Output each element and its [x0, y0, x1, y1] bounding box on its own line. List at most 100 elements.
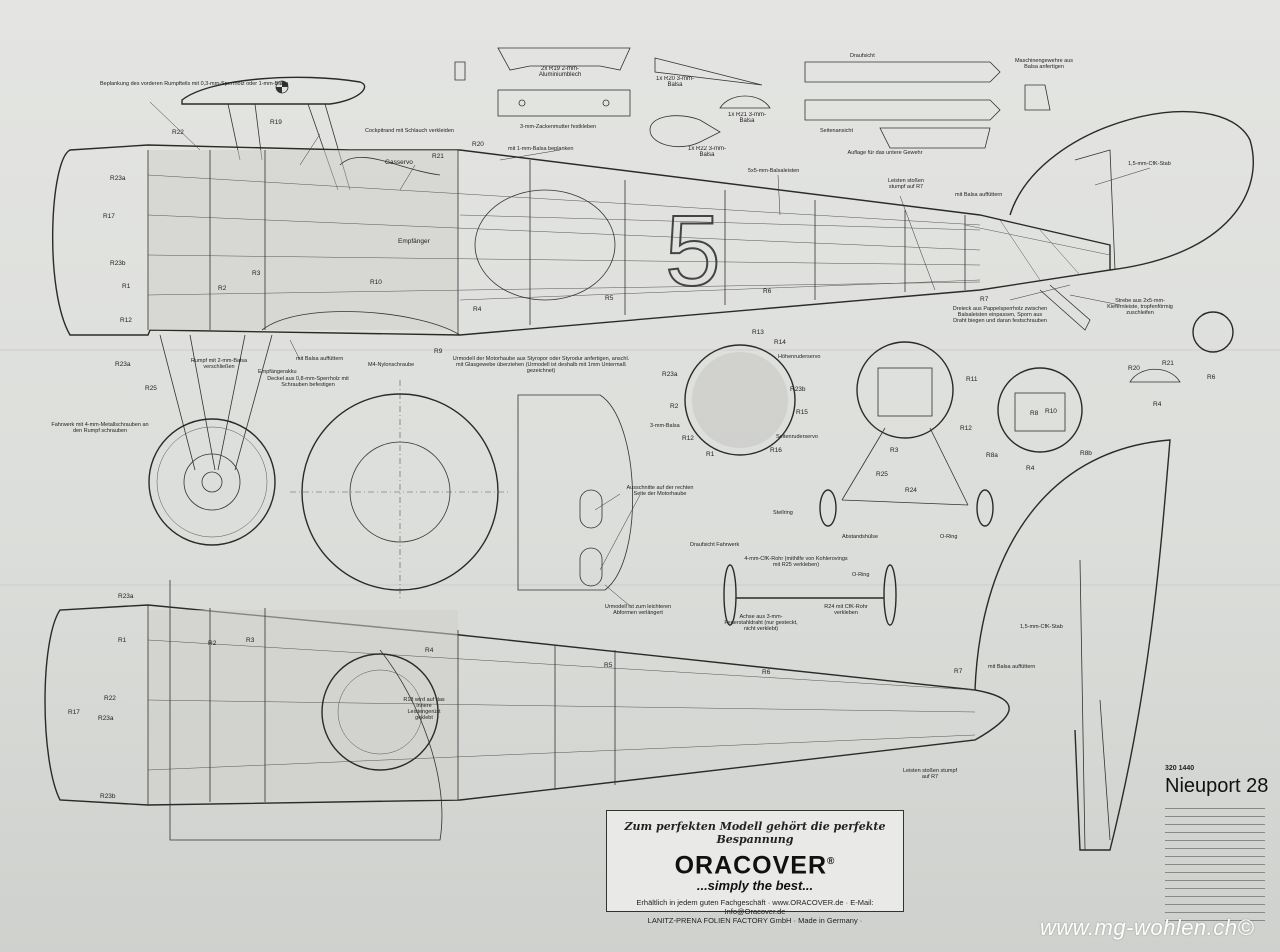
label-r2: R2: [218, 285, 227, 292]
part-r19-plate: [497, 47, 631, 71]
cockpit-top: [321, 653, 439, 771]
label-m4: M4-Nylonschraube: [368, 362, 414, 368]
label-auflage: Auflage für das untere Gewehr: [847, 150, 923, 156]
label-r6-f: R6: [1207, 374, 1216, 381]
label-r24: R24: [905, 487, 917, 494]
label-cfk-top: 1,5-mm-CfK-Stab: [1128, 161, 1171, 167]
label-r6-bot: R6: [762, 669, 771, 676]
label-hoehenruderservo: Höhenruderservo: [778, 354, 821, 360]
lion-emblem: [474, 189, 616, 301]
label-r21-balsa: 1x R21 3-mm-Balsa: [727, 112, 766, 124]
label-r23b: R23b: [110, 260, 126, 267]
label-r24-cfk: R24 mit CfK-Rohr verkleben: [824, 604, 868, 616]
label-r10: R10: [370, 279, 382, 286]
oracover-ad-box: Zum perfekten Modell gehört die perfekte…: [606, 810, 904, 925]
label-rumpf-mit: Rumpf mit 2-mm-Balsa verschließen: [190, 358, 248, 370]
label-r20-f: R20: [1128, 365, 1140, 372]
label-urmodell-laenger: Urmodell ist zum leichteren Abformen ver…: [604, 604, 672, 616]
title-block: 320 1440 Nieuport 28: [1165, 765, 1275, 923]
label-mit-balsa-2: mit Balsa auffüttern: [955, 192, 1002, 198]
label-stellring: Stellring: [773, 510, 793, 516]
label-r23a: R23a: [110, 175, 126, 182]
label-seitenansicht: Seitenansicht: [820, 128, 853, 134]
label-r4-bot: R4: [425, 647, 434, 654]
label-deckel: Deckel aus 0,8-mm-Sperrholz mit Schraube…: [267, 376, 349, 388]
former-r11: [856, 341, 954, 439]
label-r12-d: R12: [960, 425, 972, 432]
watermark: www.mg-wohlen.ch©: [1040, 915, 1255, 940]
label-cfk-rohr: 4-mm-CfK-Rohr (mithilfe von Kohlerovings…: [744, 556, 848, 568]
label-leisten: 5x5-mm-Balsaleisten: [748, 168, 799, 174]
label-r7-bot: R7: [954, 668, 963, 675]
wheel-front-right: [976, 489, 994, 527]
label-r19-blech: 2x R19 2-mm-Aluminiumblech: [538, 66, 582, 78]
cowling-side: [517, 394, 633, 591]
label-urmodell-haube: Urmodell der Motorhaube aus Styropor ode…: [452, 356, 630, 374]
label-r25-d: R25: [876, 471, 888, 478]
label-r17: R17: [103, 213, 115, 220]
label-leisten-stossen-2: Leisten stoßen stumpf auf R7: [902, 768, 958, 780]
label-cockpitrand: Cockpitrand mit Schlauch verkleiden: [365, 128, 454, 134]
ad-info-2: LANITZ-PRENA FOLIEN FACTORY GmbH · Made …: [647, 916, 863, 926]
label-r15: R15: [796, 409, 808, 416]
label-r18: R18 wird auf das innere Leistengerüst ge…: [403, 697, 445, 721]
ad-brand-name: ORACOVER: [674, 851, 828, 880]
plan-annotations: Beplankung des vorderen Rumpfteils mit 0…: [51, 53, 1216, 800]
label-r12-c: R12: [682, 435, 694, 442]
label-r3-d: R3: [890, 447, 899, 454]
label-r5-bot: R5: [604, 662, 613, 669]
label-r4-f: R4: [1153, 401, 1162, 408]
label-r23b-c: R23b: [790, 386, 806, 393]
label-draufsicht-fahrwerk: Draufsicht Fahrwerk: [690, 542, 739, 548]
label-r19: R19: [270, 119, 282, 126]
label-balsa-beplanken: mit 1-mm-Balsa beplanken: [508, 146, 573, 152]
label-r5: R5: [605, 295, 614, 302]
part-r20: [654, 57, 763, 86]
cowling-and-formers: [290, 311, 1234, 626]
label-r21: R21: [432, 153, 444, 160]
label-r23a-c: R23a: [662, 371, 678, 378]
tailplane-top: [974, 439, 1171, 851]
label-r3: R3: [252, 270, 261, 277]
label-r23a-bot2: R23a: [98, 715, 114, 722]
label-r7: R7: [980, 296, 989, 303]
label-r17-bot: R17: [68, 709, 80, 716]
sheet-grid: [0, 349, 1280, 586]
ad-slogan: Zum perfekten Modell gehört die perfekte…: [624, 820, 886, 846]
ad-info-1: Erhältlich in jedem guten Fachgeschäft ·…: [636, 898, 874, 917]
part-r22: [649, 115, 721, 148]
part-r21: [719, 95, 771, 109]
label-r12: R12: [120, 317, 132, 324]
label-3mm-balsa: 3-mm-Balsa: [650, 423, 681, 429]
label-r20-balsa: 1x R20 3-mm-Balsa: [655, 76, 694, 88]
label-empfaenger: Empfänger: [398, 238, 431, 245]
plan-title: Nieuport 28: [1165, 775, 1269, 797]
label-r20: R20: [472, 141, 484, 148]
label-r8: R8: [1030, 410, 1039, 417]
label-draufsicht: Draufsicht: [850, 53, 875, 59]
label-r22-balsa: 1x R22 3-mm-Balsa: [687, 146, 726, 158]
label-achse: Achse aus 3-mm-Federstahldraht (nur gest…: [724, 614, 798, 632]
label-beplankung: Beplankung des vorderen Rumpfteils mit 0…: [100, 81, 289, 87]
label-r11: R11: [966, 376, 978, 383]
former-r13: [684, 344, 796, 456]
label-abstandshuelse: Abstandshülse: [842, 534, 878, 540]
fuselage-side-outline: [51, 144, 1111, 336]
label-r25: R25: [145, 385, 157, 392]
spec-table-lines: [1165, 803, 1275, 921]
ad-brand: ORACOVER®: [607, 849, 903, 878]
label-mit-balsa: mit Balsa auffüttern: [296, 356, 343, 362]
former-r8: [997, 367, 1083, 453]
machine-gun-top: [804, 61, 1001, 83]
label-oring: O-Ring: [940, 534, 957, 540]
label-r23b-bot: R23b: [100, 793, 116, 800]
label-mg: Maschinengewehre aus Balsa anfertigen: [1014, 58, 1074, 70]
label-r22: R22: [172, 129, 184, 136]
label-mit-balsa-3: mit Balsa auffüttern: [988, 664, 1035, 670]
label-ausschnitte: Ausschnitte auf der rechten Seite der Mo…: [626, 485, 694, 497]
label-r22-bot: R22: [104, 695, 116, 702]
ad-tagline: ...simply the best...: [696, 878, 814, 894]
label-r4-e: R4: [1026, 465, 1035, 472]
